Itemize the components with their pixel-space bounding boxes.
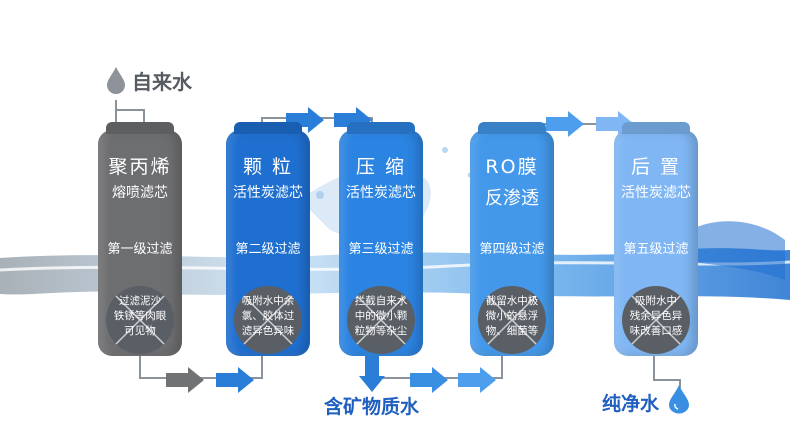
- filter-description-circle: 截留水中极 微小的悬浮 物、细菌等: [478, 286, 546, 354]
- filter-stage-5: 后 置 活性炭滤芯 第五级过滤 吸附水中 残余异色异 味改善口感: [614, 122, 698, 356]
- cross-icon: [241, 293, 295, 347]
- filter-name: 颗 粒: [242, 156, 294, 178]
- filter-description-circle: 拦截自来水 中的微小颗 粒物等杂尘: [347, 286, 415, 354]
- flow-arrow-5: [410, 367, 448, 393]
- flow-arrow-2: [216, 367, 254, 393]
- filter-stage-4: RO膜 反渗透 第四级过滤 截留水中极 微小的悬浮 物、细菌等: [470, 122, 554, 356]
- filter-desc-line: 吸附水中余: [241, 295, 295, 307]
- filter-desc-line: 残余异色异: [629, 310, 683, 322]
- filter-description-circle: 过滤泥沙 铁锈等肉眼 可见物: [106, 286, 174, 354]
- flow-arrow-down: [359, 356, 385, 392]
- filter-desc-line: 拦截自来水: [354, 295, 408, 307]
- filter-type: 活性炭滤芯: [233, 185, 303, 201]
- filter-desc-line: 粒物等杂尘: [354, 325, 408, 337]
- cross-icon: [354, 293, 408, 347]
- filter-name: RO膜: [485, 156, 539, 178]
- filter-desc-line: 截留水中极: [485, 295, 539, 307]
- filter-stage-label: 第二级过滤: [235, 242, 301, 257]
- mineral-water-label: 含矿物质水: [324, 396, 420, 418]
- filter-stage-label: 第四级过滤: [479, 242, 545, 257]
- filter-type: 活性炭滤芯: [346, 185, 416, 201]
- filter-stage-1: 聚丙烯 熔喷滤芯 第一级过滤 过滤泥沙 铁锈等肉眼 可见物: [98, 122, 182, 356]
- filter-desc-line: 铁锈等肉眼: [113, 310, 167, 322]
- filter-name: 聚丙烯: [108, 156, 172, 178]
- filter-stage-3: 压 缩 活性炭滤芯 第三级过滤 拦截自来水 中的微小颗 粒物等杂尘: [339, 122, 423, 356]
- filter-desc-line: 味改善口感: [629, 325, 683, 337]
- filter-type: 熔喷滤芯: [112, 185, 168, 201]
- filter-stage-2: 颗 粒 活性炭滤芯 第二级过滤 吸附水中余 氯、胶体过 滤异色异味: [226, 122, 310, 356]
- filter-type: 活性炭滤芯: [621, 185, 691, 201]
- tap-water-drop-icon: [107, 67, 125, 94]
- source-label: 自来水: [132, 70, 192, 94]
- pure-water-label: 纯净水: [602, 393, 660, 415]
- filter-name: 后 置: [630, 156, 682, 178]
- filter-desc-line: 可见物: [124, 325, 156, 337]
- pure-water-drop-icon: [669, 385, 689, 414]
- flow-arrow-1: [166, 367, 204, 393]
- flow-arrow-6: [458, 367, 496, 393]
- filter-type: 反渗透: [485, 188, 539, 209]
- filter-desc-line: 滤异色异味: [241, 325, 295, 337]
- filter-stage-label: 第一级过滤: [107, 242, 173, 257]
- cross-icon: [485, 293, 539, 347]
- filter-desc-line: 微小的悬浮: [485, 310, 539, 322]
- cross-icon: [629, 293, 683, 347]
- filter-stage-label: 第三级过滤: [348, 242, 414, 257]
- flow-arrow-7: [546, 111, 584, 137]
- filter-desc-line: 过滤泥沙: [119, 295, 161, 307]
- filter-name: 压 缩: [355, 156, 407, 178]
- filter-desc-line: 吸附水中: [635, 295, 677, 307]
- filter-description-circle: 吸附水中余 氯、胶体过 滤异色异味: [234, 286, 302, 354]
- filter-desc-line: 中的微小颗: [354, 310, 408, 322]
- filter-desc-line: 物、细菌等: [485, 325, 539, 337]
- filter-description-circle: 吸附水中 残余异色异 味改善口感: [622, 286, 690, 354]
- filter-desc-line: 氯、胶体过: [241, 310, 295, 322]
- cross-icon: [113, 293, 167, 347]
- filter-stage-label: 第五级过滤: [623, 242, 689, 257]
